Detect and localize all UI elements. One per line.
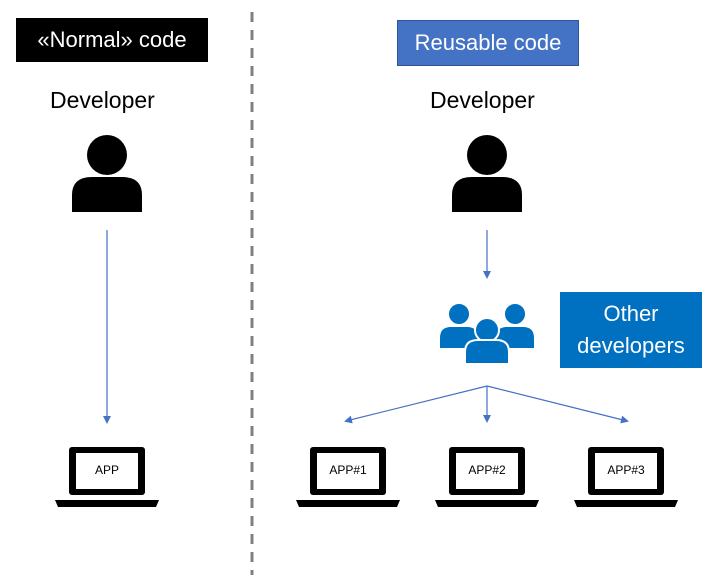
laptop-app2-icon [435, 447, 539, 507]
normal-code-title: «Normal» code [16, 18, 208, 62]
laptop-app1-icon [296, 447, 400, 507]
app1-label: APP#1 [329, 463, 367, 477]
other-developers-line2: developers [577, 333, 685, 358]
other-developers-line1: Other [603, 301, 659, 326]
laptop-app3-icon [574, 447, 678, 507]
app-left-label: APP [94, 463, 119, 477]
reusable-code-title: Reusable code [397, 20, 579, 66]
app3-label: APP#3 [607, 463, 645, 477]
developer-right-person-icon [452, 135, 522, 212]
developer-left-person-icon [72, 135, 142, 212]
arrow-others-to-app3 [486, 385, 629, 424]
developer-left-label: Developer [50, 87, 155, 113]
app2-label: APP#2 [468, 463, 506, 477]
other-developers-label: Other developers [560, 292, 702, 368]
laptop-app-left-icon [55, 447, 159, 507]
arrow-others-to-app1 [344, 385, 488, 424]
other-developers-group-icon [438, 302, 536, 365]
developer-right-label: Developer [430, 87, 535, 113]
